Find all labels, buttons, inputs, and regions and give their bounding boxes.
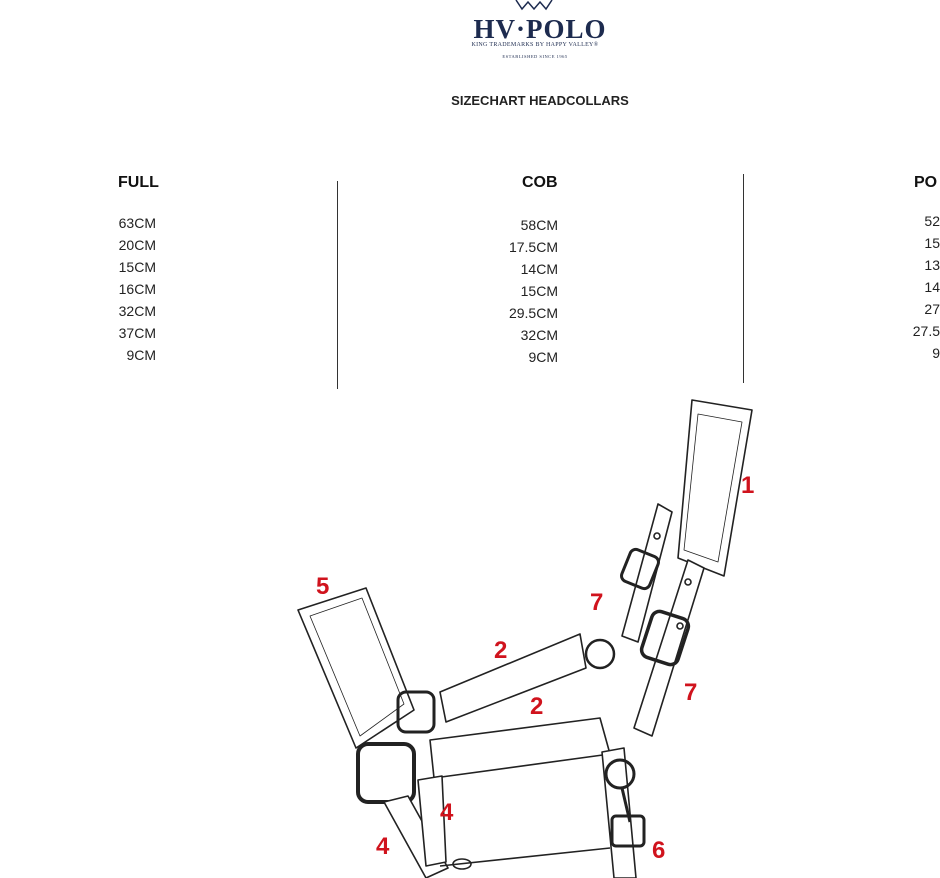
poll-pad [297,587,415,749]
column-header-full: FULL [118,174,159,191]
buckle-icon [639,609,691,667]
size-value: 17.5CM [508,239,558,255]
column-divider [743,174,744,383]
size-value: 32CM [118,303,156,319]
chin-strap-right [417,775,447,867]
cheek-buckle-strap [633,559,705,737]
part-label-2-upper: 2 [494,637,507,664]
headpiece-strap [677,399,753,577]
part-label-2-noseband: 2 [530,693,543,720]
size-value: 15CM [118,259,156,275]
part-label-4-left: 4 [376,833,390,860]
size-value: 15 [924,235,940,251]
side-ring-icon [356,742,416,804]
size-value: 29.5CM [508,305,558,321]
size-value: 37CM [118,325,156,341]
size-value: 32CM [520,327,558,343]
size-value: 27.5 [912,323,940,339]
page-title: SIZECHART HEADCOLLARS [451,93,629,108]
size-value: 20CM [118,237,156,253]
noseband-strap [429,717,611,779]
size-value: 14CM [520,261,558,277]
size-value: 9 [932,345,940,361]
size-value: 14 [924,279,940,295]
part-label-5: 5 [316,573,329,600]
size-value: 63CM [118,215,156,231]
size-value: 9CM [528,349,558,365]
size-value: 13 [924,257,940,273]
headpiece-buckle-strap [621,503,673,643]
brand-established: ESTABLISHED SINCE 1965 [502,54,568,59]
part-label-1: 1 [741,472,754,499]
column-header-pony: PO [914,174,938,191]
column-values-cob: 58CM 17.5CM 14CM 15CM 29.5CM 32CM 9CM [494,214,558,368]
part-label-7-upper: 7 [590,589,603,616]
column-divider [337,181,338,389]
upper-strap [439,633,587,723]
column-header-cob: COB [522,174,558,191]
size-value: 9CM [126,347,156,363]
size-value: 52 [924,213,940,229]
column-values-full: 63CM 20CM 15CM 16CM 32CM 37CM 9CM [100,212,156,366]
size-value: 58CM [520,217,558,233]
part-label-7-lower: 7 [684,679,697,706]
buckle-icon [620,547,660,591]
column-values-pony: 52 15 13 14 27 27.5 9 [900,210,940,364]
part-label-4-right: 4 [440,799,454,826]
headcollar-diagram: 1 2 2 4 4 5 6 7 7 [297,399,754,878]
size-value: 15CM [520,283,558,299]
size-value: 27 [924,301,940,317]
size-value: 16CM [118,281,156,297]
cheek-ring-icon [584,638,616,670]
part-label-6: 6 [652,837,665,864]
logo-crest-icon [515,0,553,11]
brand-tagline: KING TRADEMARKS BY HAPPY VALLEY® [471,42,599,48]
brand-logo: HV·POLO [473,14,607,44]
